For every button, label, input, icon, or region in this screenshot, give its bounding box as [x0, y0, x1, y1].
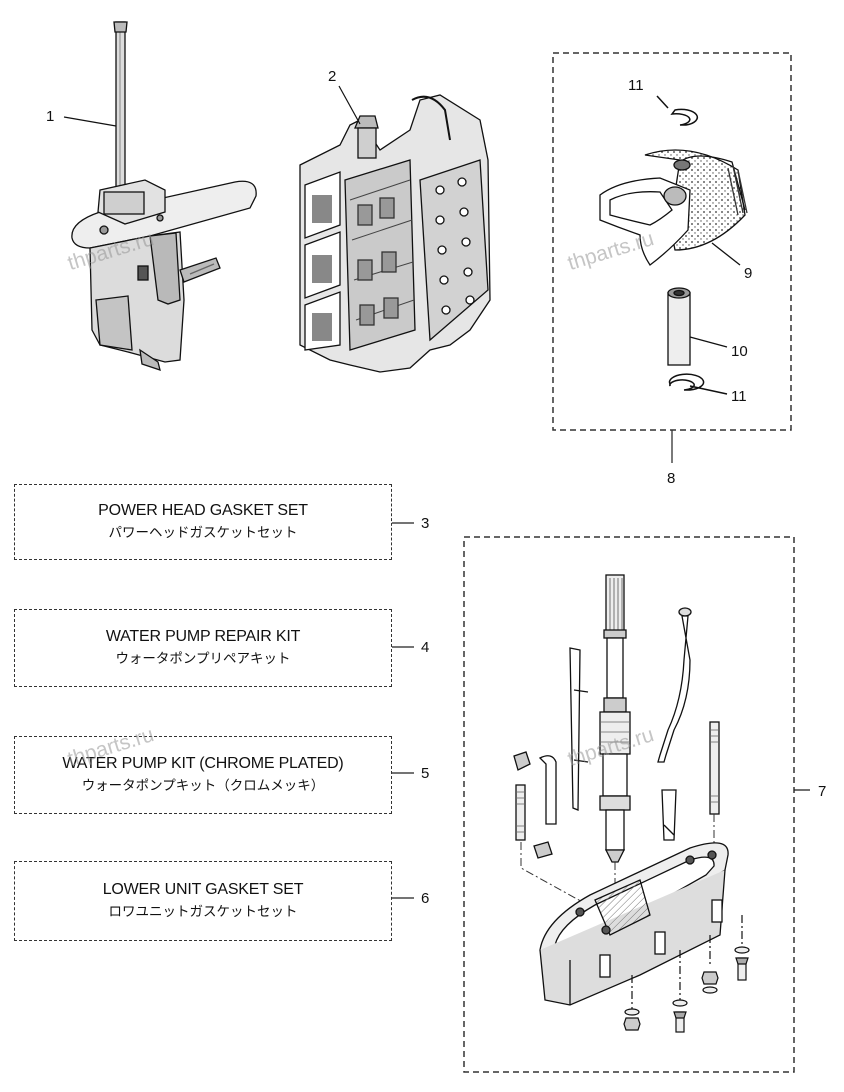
circlip-top — [656, 95, 699, 126]
kit-label-jp: パワーヘッドガスケットセット — [108, 525, 298, 541]
kit-leader-lines — [392, 522, 414, 899]
piston-pin — [667, 287, 728, 366]
callout-leader-lines — [63, 85, 361, 127]
kit-box-water-pump-repair-kit: WATER PUMP REPAIR KIT ウォータポンプリペアキット — [14, 609, 392, 687]
callout-3: 3 — [421, 515, 429, 532]
callout-4: 4 — [421, 639, 429, 656]
kit-box-lower-unit-gasket-set: LOWER UNIT GASKET SET ロワユニットガスケットセット — [14, 861, 392, 941]
kit-label-jp: ロワユニットガスケットセット — [108, 904, 298, 920]
callout-2: 2 — [328, 68, 336, 85]
water-tube-link — [569, 647, 589, 811]
callout-10: 10 — [731, 343, 748, 360]
callout-11-top: 11 — [628, 77, 644, 94]
kit-label-jp: ウォータポンプキット（クロムメッキ） — [81, 778, 325, 794]
kit-label-en: LOWER UNIT GASKET SET — [102, 881, 304, 898]
kit-label-jp: ウォータポンプリペアキット — [115, 651, 291, 667]
callout-7: 7 — [818, 783, 826, 800]
kit-label-en: WATER PUMP REPAIR KIT — [105, 628, 301, 645]
lower-unit-assembly — [71, 21, 257, 371]
callout-11-bottom: 11 — [731, 388, 747, 405]
driveshaft — [599, 574, 631, 863]
water-pump-kit-frame — [463, 536, 795, 1073]
callout-9: 9 — [744, 265, 752, 282]
kit-label-en: WATER PUMP KIT (CHROME PLATED) — [62, 755, 344, 772]
callout-6: 6 — [421, 890, 429, 907]
shift-rod — [657, 607, 692, 841]
piston — [599, 149, 748, 266]
grommet-fittings — [513, 751, 557, 859]
circlip-bottom — [668, 373, 728, 395]
stud-bolt — [709, 721, 720, 815]
callout-1: 1 — [46, 108, 54, 125]
kit-label-en: POWER HEAD GASKET SET — [98, 502, 308, 519]
bolts-and-nuts — [623, 915, 750, 1033]
callout-5: 5 — [421, 765, 429, 782]
kit-box-water-pump-kit-chrome-plated: WATER PUMP KIT (CHROME PLATED) ウォータポンプキッ… — [14, 736, 392, 814]
callout-8: 8 — [667, 470, 675, 487]
kit-box-power-head-gasket-set: POWER HEAD GASKET SET パワーヘッドガスケットセット — [14, 484, 392, 560]
exhaust-plate — [539, 842, 729, 1006]
power-head-assembly — [299, 94, 491, 373]
